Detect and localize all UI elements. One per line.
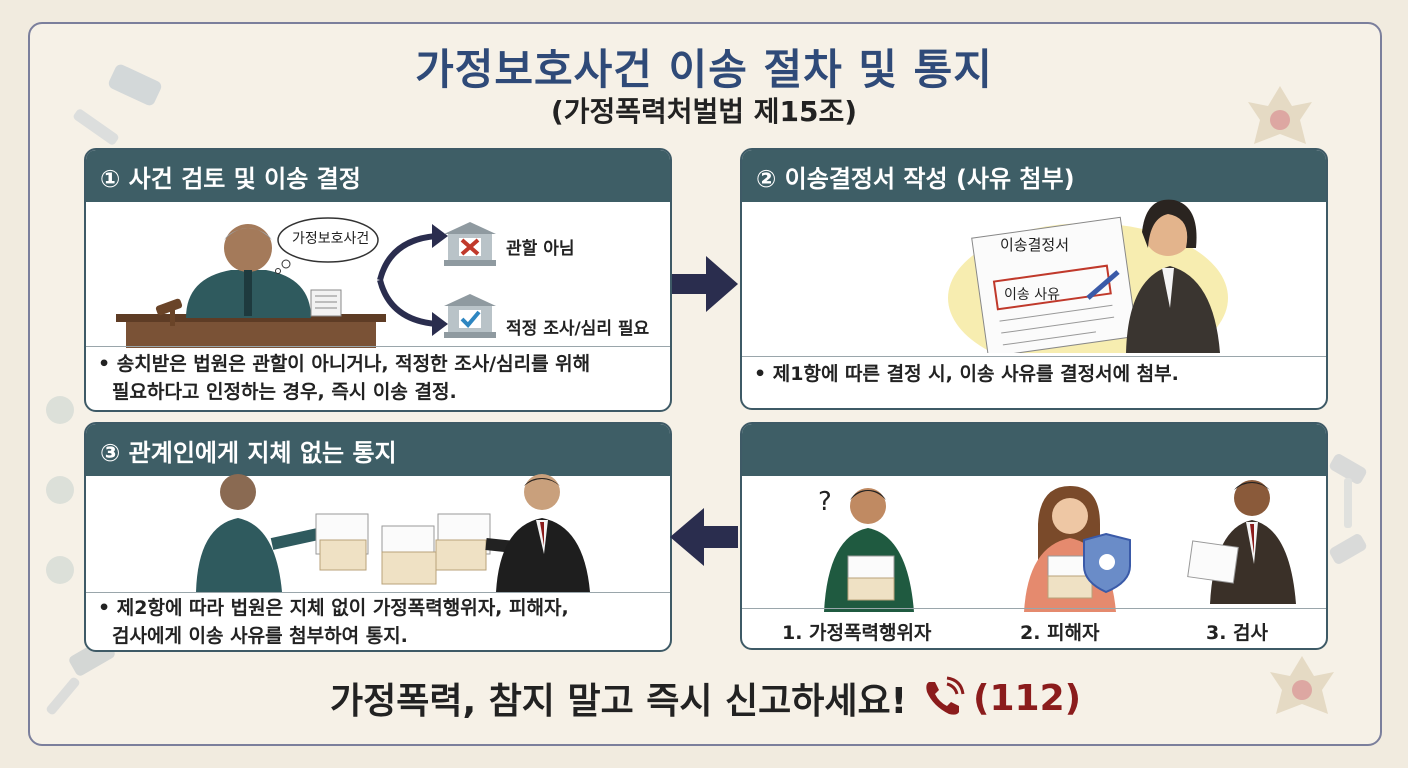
divider [86, 592, 670, 593]
option-not-jurisdiction: 관할 아님 [506, 239, 575, 259]
divider [86, 346, 670, 347]
recipient-label-perpetrator: 1. 가정폭력행위자 [782, 622, 932, 644]
svg-text:?: ? [818, 487, 832, 517]
arrow-right-icon [672, 256, 738, 312]
step1-card: ① 사건 검토 및 이송 결정 가정보호사건 관할 아님 [84, 148, 672, 412]
decision-document-title: 이송결정서 [1000, 236, 1070, 254]
phone-icon [926, 676, 965, 715]
divider [742, 356, 1326, 357]
gavel-decoration-icon [73, 64, 162, 145]
officer-handing-envelopes-illustration [196, 474, 590, 592]
emblem-decoration-icon [1248, 86, 1312, 144]
step3-card: ③ 관계인에게 지체 없는 통지 • 제2항에 따라 법원은 지체 없이 가정폭… [84, 422, 672, 652]
step4-card: ? 1. 가정폭력행위자 2. 피해자 3. 검사 [740, 422, 1328, 650]
court-building-reject-icon [444, 222, 496, 266]
gavel-decoration-icon [1329, 454, 1367, 564]
step2-card: ② 이송결정서 작성 (사유 첨부) 이송결정서 이송 사유 • 제1항에 따른… [740, 148, 1328, 410]
step1-note: • 송치받은 법원은 관할이 아니거나, 적정한 조사/심리를 위해 필요하다고… [98, 350, 658, 406]
thought-bubble [275, 217, 379, 274]
footer-slogan: 가정폭력, 참지 말고 즉시 신고하세요! (112) [330, 672, 1081, 724]
recipient-label-prosecutor: 3. 검사 [1206, 622, 1269, 644]
step2-note: • 제1항에 따른 결정 시, 이송 사유를 결정서에 첨부. [754, 363, 1179, 385]
divider [742, 608, 1326, 609]
step1-note-line1: • 송치받은 법원은 관할이 아니거나, 적정한 조사/심리를 위해 [98, 353, 591, 375]
thought-bubble-text: 가정보호사건 [292, 231, 370, 247]
branch-arrows-icon [377, 224, 448, 336]
court-building-approve-icon [444, 294, 496, 338]
emergency-number: (112) [973, 677, 1082, 719]
option-investigation-needed: 적정 조사/심리 필요 [506, 319, 650, 339]
recipient-victim-illustration [1024, 486, 1131, 612]
page-title: 가정보호사건 이송 절차 및 통지 [415, 45, 993, 94]
recipient-perpetrator-illustration: ? [818, 487, 914, 612]
emblem-decoration-icon [1270, 656, 1334, 714]
step3-note-line1: • 제2항에 따라 법원은 지체 없이 가정폭력행위자, 피해자, [98, 597, 569, 619]
flower-decoration-icon [46, 396, 74, 584]
recipient-prosecutor-illustration [1187, 480, 1296, 604]
officer-at-desk-illustration [116, 224, 386, 348]
page-subtitle: (가정폭력처벌법 제15조) [550, 95, 858, 128]
step1-heading: ① 사건 검토 및 이송 결정 [86, 150, 670, 202]
step4-heading [742, 424, 1326, 476]
step2-heading: ② 이송결정서 작성 (사유 첨부) [742, 150, 1326, 202]
step3-note: • 제2항에 따라 법원은 지체 없이 가정폭력행위자, 피해자, 검사에게 이… [98, 594, 658, 650]
step3-note-line2: 검사에게 이송 사유를 첨부하여 통지. [112, 625, 408, 647]
step3-heading: ③ 관계인에게 지체 없는 통지 [86, 424, 670, 476]
arrow-left-icon [670, 508, 738, 566]
slogan-text: 가정폭력, 참지 말고 즉시 신고하세요! [330, 681, 908, 722]
step1-note-line2: 필요하다고 인정하는 경우, 즉시 이송 결정. [112, 381, 457, 403]
judge-writing-document-illustration [948, 199, 1228, 353]
gavel-decoration-icon [46, 640, 115, 715]
recipient-label-victim: 2. 피해자 [1020, 622, 1100, 644]
decision-document-field: 이송 사유 [1004, 287, 1060, 303]
